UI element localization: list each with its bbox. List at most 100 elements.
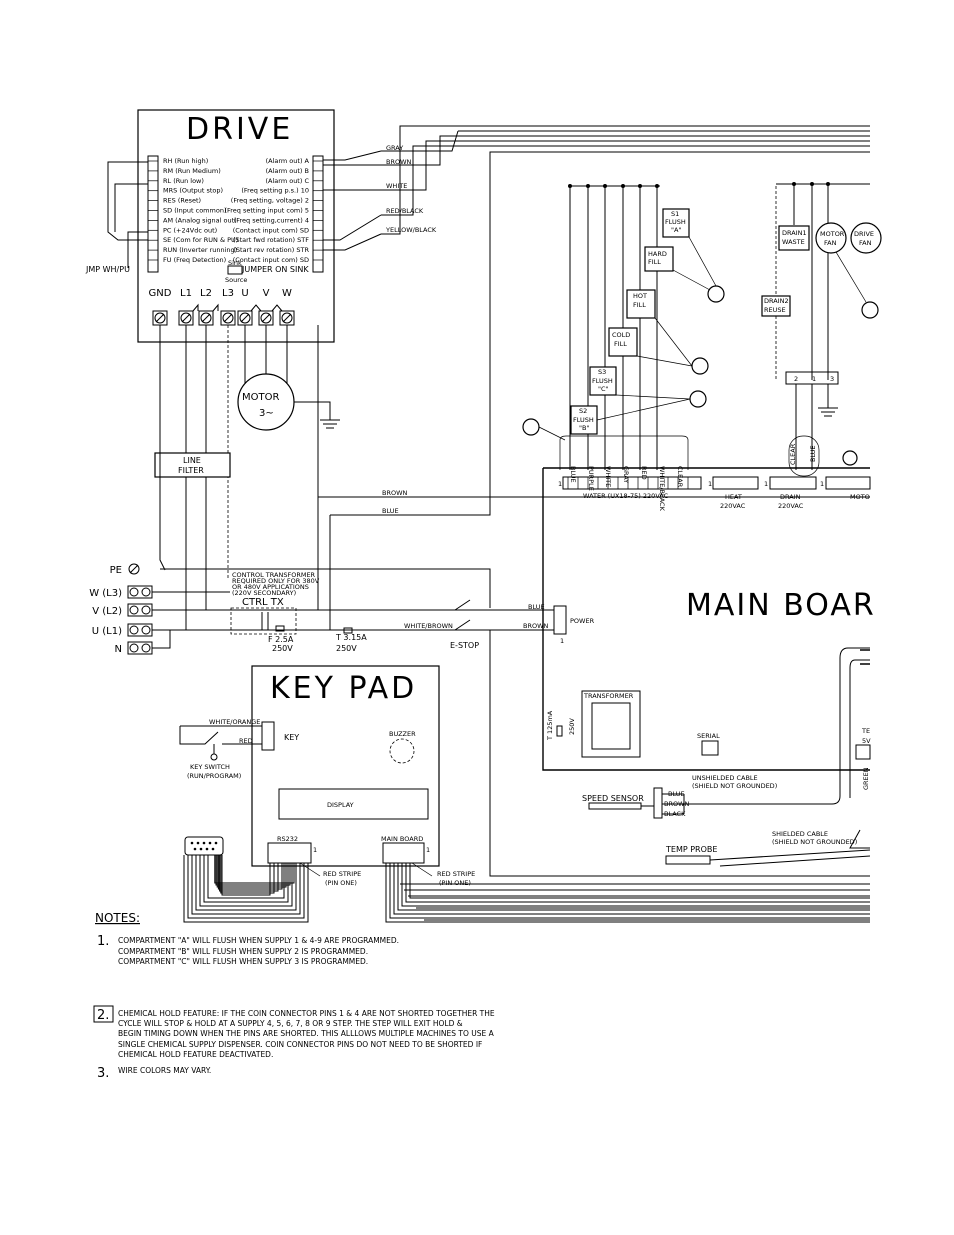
fuse1-value: F 2.5A (268, 635, 294, 644)
drive-output-label: (Start fwd rotation) STF (233, 236, 309, 244)
drain1-label-1: DRAIN1 (782, 229, 807, 237)
fuse2-value: T 3.15A (335, 633, 367, 642)
main-board-pin1: 1 (426, 846, 430, 854)
drain-pin-2: 2 (794, 375, 798, 383)
drive-input-label: PC (+24Vdc out) (163, 226, 217, 234)
drain2-label-2: REUSE (764, 306, 786, 314)
drive-terminal-label: L2 (200, 288, 212, 299)
red-stripe-label-4: (PIN ONE) (439, 879, 471, 887)
note-2-line-2: CYCLE WILL STOP & HOLD AT A SUPPLY 4, 5,… (118, 1019, 463, 1028)
drive-output-label: (Freq setting input com) 5 (224, 207, 309, 215)
shielded-label-2: (SHIELD NOT GROUNDED) (772, 838, 857, 846)
rs232-pin1: 1 (313, 846, 317, 854)
control-transformer: CONTROL TRANSFORMER REQUIRED ONLY FOR 38… (230, 325, 479, 653)
serial-label: SERIAL (697, 732, 720, 740)
ctrl-note-2: REQUIRED ONLY FOR 380V (232, 577, 320, 585)
key-switch-label-2: (RUN/PROGRAM) (187, 772, 241, 780)
ctrl-note-3: OR 480V APPLICATIONS (232, 583, 309, 591)
drive-input-label: SE (Com for RUN & PU) (163, 236, 238, 244)
note-2-line-5: CHEMICAL HOLD FEATURE DEACTIVATED. (118, 1050, 273, 1059)
unshielded-label-2: (SHIELD NOT GROUNDED) (692, 782, 777, 790)
board-fuse-voltage: 250V (568, 718, 576, 735)
red-stripe-label-1: RED STRIPE (323, 870, 361, 878)
keypad-box (251, 665, 440, 867)
supply-terminal-label: U (L1) (92, 626, 122, 637)
keypad-wire-white-orange: WHITE/ORANGE (209, 718, 260, 726)
drive-input-label: RM (Run Medium) (163, 167, 221, 175)
note-num-3: 3. (97, 1066, 109, 1081)
drain1-label-2: WASTE (782, 238, 805, 246)
drive-output-label: (Alarm out) B (266, 167, 309, 175)
wire-label-yellow-black: YELLOW/BLACK (385, 226, 437, 234)
note-2-line-3: BEGIN TIMING DOWN WHEN THE PINS ARE SHOR… (118, 1029, 495, 1038)
note-2-line-4: SINGLE CHEMICAL SUPPLY DISPENSER. COIN C… (118, 1040, 482, 1049)
water-wire-label: BLUE (569, 466, 577, 483)
drive-output-label: (Contact input com) SD (233, 226, 309, 234)
note-2-line-1: CHEMICAL HOLD FEATURE: IF THE COIN CONNE… (118, 1009, 495, 1018)
motor-conn-pin1: 1 (820, 480, 824, 488)
water-wire-label: RED (640, 466, 648, 480)
rs232-label: RS232 (277, 835, 298, 843)
fuse1-voltage: 250V (272, 644, 293, 653)
display-label: DISPLAY (327, 801, 354, 809)
drive-input-label: RES (Reset) (163, 197, 201, 205)
keypad-key-label: KEY (284, 733, 299, 742)
drive-output-label: (Alarm out) A (266, 157, 310, 165)
water-connector-label: WATER (UX18-75) 220VAC (583, 492, 669, 500)
supply-terminal-label: N (115, 644, 122, 655)
drive-input-label: RL (Run low) (163, 177, 204, 185)
hot-fill-label-2: FILL (633, 301, 646, 309)
key-switch-label-1: KEY SWITCH (190, 763, 230, 771)
ctrl-note-1: CONTROL TRANSFORMER (232, 571, 316, 579)
wire-label-brown-2: BROWN (382, 489, 408, 497)
drive-box (137, 109, 335, 343)
drive-output-label: (Freq setting p.s.) 10 (241, 187, 309, 195)
heat-label-2: 220VAC (720, 502, 746, 510)
motor-fan-label-2: FAN (824, 239, 837, 247)
s1-label-3: "A" (671, 226, 681, 234)
power-pin1: 1 (560, 637, 564, 645)
hot-fill-label-1: HOT (633, 292, 647, 300)
drain-conn-label-2: 220VAC (778, 502, 804, 510)
sensor-section: SPEED SENSOR BLUE BROWN BLACK UNSHIELDED… (582, 774, 871, 867)
drain-pin-3: 3 (830, 375, 834, 383)
s1-label-1: S1 (671, 210, 679, 218)
power-label: POWER (570, 617, 595, 625)
green-wire-label: GREEN (862, 767, 870, 790)
board-fuse-value: T 125mA (546, 710, 554, 741)
motor-conn-label: MOTO (850, 493, 870, 501)
wire-label-red-black: RED/BLACK (386, 207, 424, 215)
cold-fill-label-1: COLD (612, 331, 630, 339)
notes-title: NOTES: (95, 911, 140, 925)
ctrl-note-4: (220V SECONDARY) (232, 589, 296, 597)
five-v-label: 5V (862, 737, 871, 745)
line-filter-label-1: LINE (183, 456, 201, 465)
valve-section: S1 FLUSH "A" HARD FILL HOT FILL COLD FIL… (522, 184, 725, 512)
db9-connector (184, 836, 224, 856)
s3-label-3: "C" (598, 385, 609, 393)
drive-fan-label-1: DRIVE (854, 230, 874, 238)
drive-input-label: FU (Freq Detection) (163, 256, 226, 264)
drive-input-label: RH (Run high) (163, 157, 208, 165)
supply-terminals: PEW (L3)V (L2)U (L1)N (89, 563, 540, 655)
supply-terminal-label: W (L3) (89, 588, 122, 599)
source-label: Source (225, 276, 247, 284)
line-filter-label-2: FILTER (178, 466, 204, 475)
drive-output-label: (Start rev rotation) STR (233, 246, 309, 254)
wire-label-blue-2: BLUE (382, 507, 399, 515)
hard-fill-label-1: HARD (648, 250, 667, 258)
water-wire-label: PURPLE (587, 466, 595, 491)
drain-conn-label-1: DRAIN (780, 493, 801, 501)
heat-label-1: HEAT (725, 493, 742, 501)
s2-label-2: FLUSH (573, 416, 594, 424)
water-wire-label: GRAY (622, 466, 630, 483)
drive-to-board-wires: BROWN BLUE (318, 151, 870, 516)
drive-terminal-label: W (282, 288, 292, 299)
s2-label-1: S2 (579, 407, 587, 415)
drain2-label-1: DRAIN2 (764, 297, 789, 305)
drive-input-label: MRS (Output stop) (163, 187, 223, 195)
note-1-line-2: COMPARTMENT "B" WILL FLUSH WHEN SUPPLY 2… (118, 947, 368, 956)
red-stripe-label-3: RED STRIPE (437, 870, 475, 878)
jumper-label: JUMPER ON SINK (241, 265, 309, 274)
